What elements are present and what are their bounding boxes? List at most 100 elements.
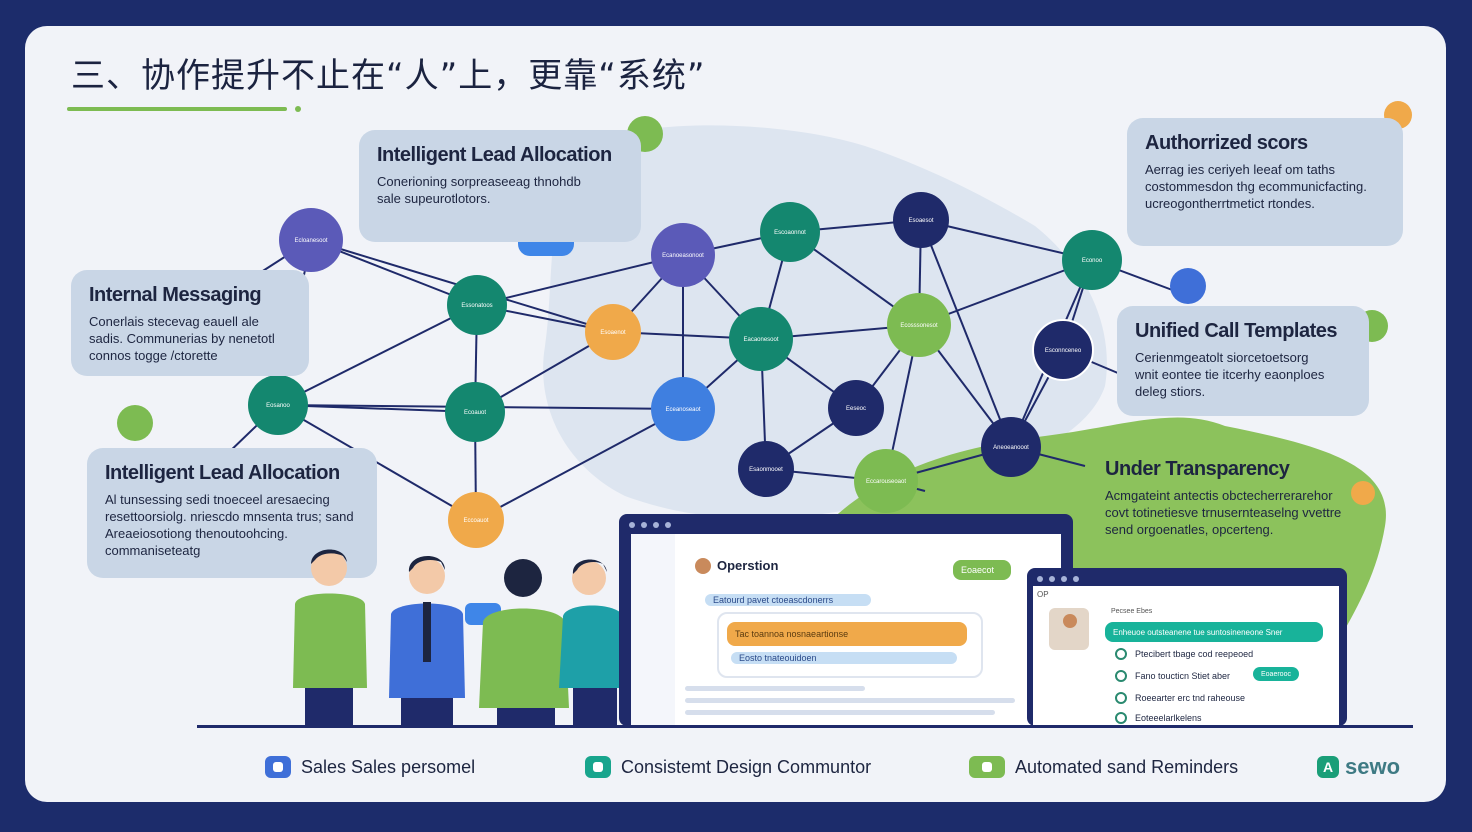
task-check-icon[interactable] [1115,670,1127,682]
window-dot [1061,576,1067,582]
bubble-text: sadis. Communerias by nenetotl [89,331,275,346]
node-label: Econoo [1082,258,1103,264]
person-tie [423,602,431,662]
node-circle [585,304,641,360]
side-banner[interactable]: Enheuoe outsteanene tue suntosineneone S… [1105,622,1323,642]
network-node: Aneoeanooot [981,417,1041,477]
bubble-title: Intelligent Lead Allocation [105,462,340,484]
network-node: Ecosssonesot [887,293,951,357]
network-node: Eccoauot [448,492,504,548]
network-edge [475,408,684,521]
bubble-title: Intelligent Lead Allocation [377,144,612,166]
task-check-icon[interactable] [1115,712,1127,724]
legend-label: Automated sand Reminders [1015,756,1239,777]
bubble-text: send orgoenatles, opcerteng. [1105,522,1274,537]
bubble-text: commaniseteatg [105,543,201,558]
person-hair [311,549,347,564]
bubble-authorized-scors: Authorrized scors Aerrag ies ceriyeh lee… [1127,118,1403,246]
person-legs [573,688,617,728]
header-button[interactable]: Eoaecot [953,560,1011,580]
person-legs [497,708,555,728]
bubble-title: Unified Call Templates [1135,320,1338,342]
side-screen-content: OP Pecsee Ebes Enheuoe outsteanene tue s… [1033,586,1339,726]
task-item[interactable]: Fano toucticn Stiet aber [1115,670,1230,682]
side-tab[interactable]: OP [1037,590,1049,599]
node-circle [1032,319,1094,381]
legend-swatch-icon [265,756,291,778]
bubble-text: wnit eontee tie itcerhy eaonploes [1135,367,1325,382]
node-label: Esoaesot [908,218,933,224]
legend-item-sales: Sales Sales persomel [265,756,475,778]
window-dot [641,522,647,528]
team-illustration [293,549,647,728]
window-dot [665,522,671,528]
node-label: Esoaenot [600,330,626,336]
main-screen-content: Operstion Eoaecot Eatourd pavet ctoeascd… [631,534,1061,726]
bubble-lead-allocation-low: Intelligent Lead Allocation Al tunsessin… [87,448,377,578]
node-label: Ecloanesoot [294,238,327,244]
network-node: Esoaenot [585,304,641,360]
network-node: Eacaonesoot [729,307,793,371]
legend-label: Sales Sales persomel [301,756,476,777]
legend-swatch-icon [585,756,611,778]
node-label: Essonatoos [461,303,492,309]
network-edge [476,254,684,306]
bubble-text: connos togge /ctorette [89,348,218,363]
chat-chip: Eatourd pavet ctoeascdonerrs [705,594,871,606]
legend-item-reminders: Automated sand Reminders [969,756,1238,778]
person-head [311,550,347,586]
person-body [479,608,569,708]
task-item[interactable]: Eoteeelarlkelens [1115,712,1202,724]
network-edge [920,219,1012,448]
task-check-icon[interactable] [1115,692,1127,704]
legend-swatch-icon [969,756,1005,778]
task-label: Eoteeelarlkelens [1135,713,1202,723]
node-circle [651,223,715,287]
main-app-screen: Operstion Eoaecot Eatourd pavet ctoeascd… [619,514,1073,726]
side-app-screen: OP Pecsee Ebes Enheuoe outsteanene tue s… [1027,568,1347,726]
chat-card [717,612,983,678]
network-node: Esoaesot [893,192,949,248]
node-label: Escoaonnot [774,230,806,236]
bubble-text: Cerienmgeatolt siorcetoetsorg [1135,350,1309,365]
task-chip[interactable]: Eoaerooc [1253,667,1299,681]
bubble-text: resettoorsiolg. nriescdo mnsenta trus; s… [105,509,354,524]
network-node: Ecoauot [445,382,505,442]
chat-chip: Eosto tnateouidoen [731,652,957,664]
network-node: Essonatoos [447,275,507,335]
window-dot [1037,576,1043,582]
app-sidebar [631,534,675,726]
legend-item-design: Consistemt Design Communtor [585,756,871,778]
bubble-text: sale supeurotlotors. [377,191,491,206]
page-title: 三、协作提升不止在“人”上，更靠“系统” [71,56,706,96]
bubble-text: ucreogontherrtmetict rtondes. [1145,196,1315,211]
bubble-text: costommesdon thg ecommunicfacting. [1145,179,1367,194]
text-line [685,698,1015,703]
bubble-under-transparency: Under Transparency Acmgateint antectis o… [1087,444,1377,544]
bubble-text: Conerioning sorpreaseeag thnohdb [377,174,581,189]
user-avatar [695,558,711,574]
node-label: Eccarouseoaot [866,479,906,485]
node-circle [1062,230,1122,290]
node-circle [738,441,794,497]
accent-dot-blue [1170,268,1206,304]
person-head [572,561,606,595]
title-underline [67,107,287,111]
node-circle [248,375,308,435]
task-label: Fano toucticn Stiet aber [1135,671,1231,681]
node-label: Esaonmooet [749,467,783,473]
accent-dot-green [117,405,153,441]
node-circle [448,492,504,548]
profile-face [1063,614,1077,628]
bubble-title: Authorrized scors [1145,132,1308,154]
task-item[interactable]: Ptecibert tbage cod reepeoed [1115,648,1253,660]
window-dot [1073,576,1079,582]
accent-dot-orange [1351,481,1375,505]
bubble-text: Conerlais stecevag eauell ale [89,314,259,329]
task-check-icon[interactable] [1115,648,1127,660]
task-item[interactable]: Roeearter erc tnd raheouse [1115,692,1245,704]
bubble-text: Acmgateint antectis obctecherrerarehor [1105,488,1333,503]
window-dot [653,522,659,528]
person-legs [305,688,353,728]
